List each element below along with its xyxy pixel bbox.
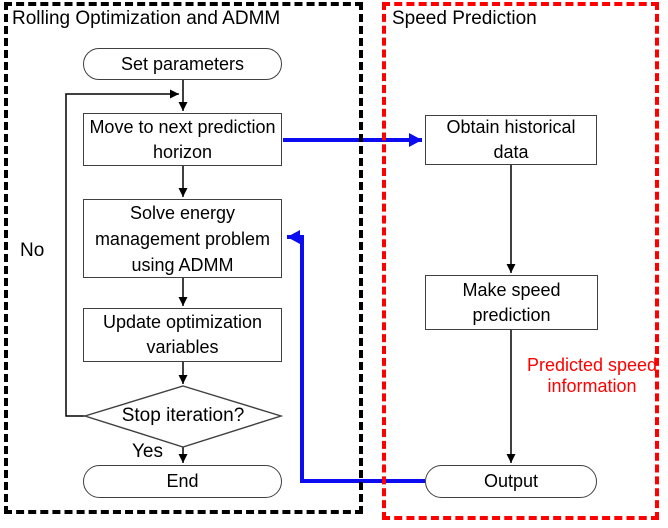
decision-diamond-shape [82, 385, 284, 448]
link-output-to-solve [287, 230, 425, 483]
node-set-parameters: Set parameters [83, 48, 282, 80]
node-solve-admm: Solve energy management problem using AD… [83, 199, 282, 278]
node-obtain-historical-data: Obtain historical data [425, 115, 597, 165]
panel-speed-prediction [382, 2, 659, 520]
node-stop-iteration-label: Stop iteration? [121, 405, 245, 426]
node-end: End [83, 465, 282, 498]
node-output: Output [425, 465, 597, 498]
node-make-speed-prediction: Make speed prediction [425, 275, 598, 330]
panel-title-speed: Speed Prediction [392, 8, 537, 29]
node-move-prediction-horizon: Move to next prediction horizon [83, 113, 282, 166]
node-update-variables: Update optimization variables [83, 308, 282, 362]
panel-title-rolling: Rolling Optimization and ADMM [12, 8, 281, 29]
annotation-predicted-speed: Predicted speed information [526, 355, 658, 396]
edge-label-no: No [20, 240, 45, 261]
panel-rolling-optimization [4, 2, 363, 514]
arrow-no-loop [65, 89, 179, 417]
edge-label-yes: Yes [132, 441, 163, 462]
